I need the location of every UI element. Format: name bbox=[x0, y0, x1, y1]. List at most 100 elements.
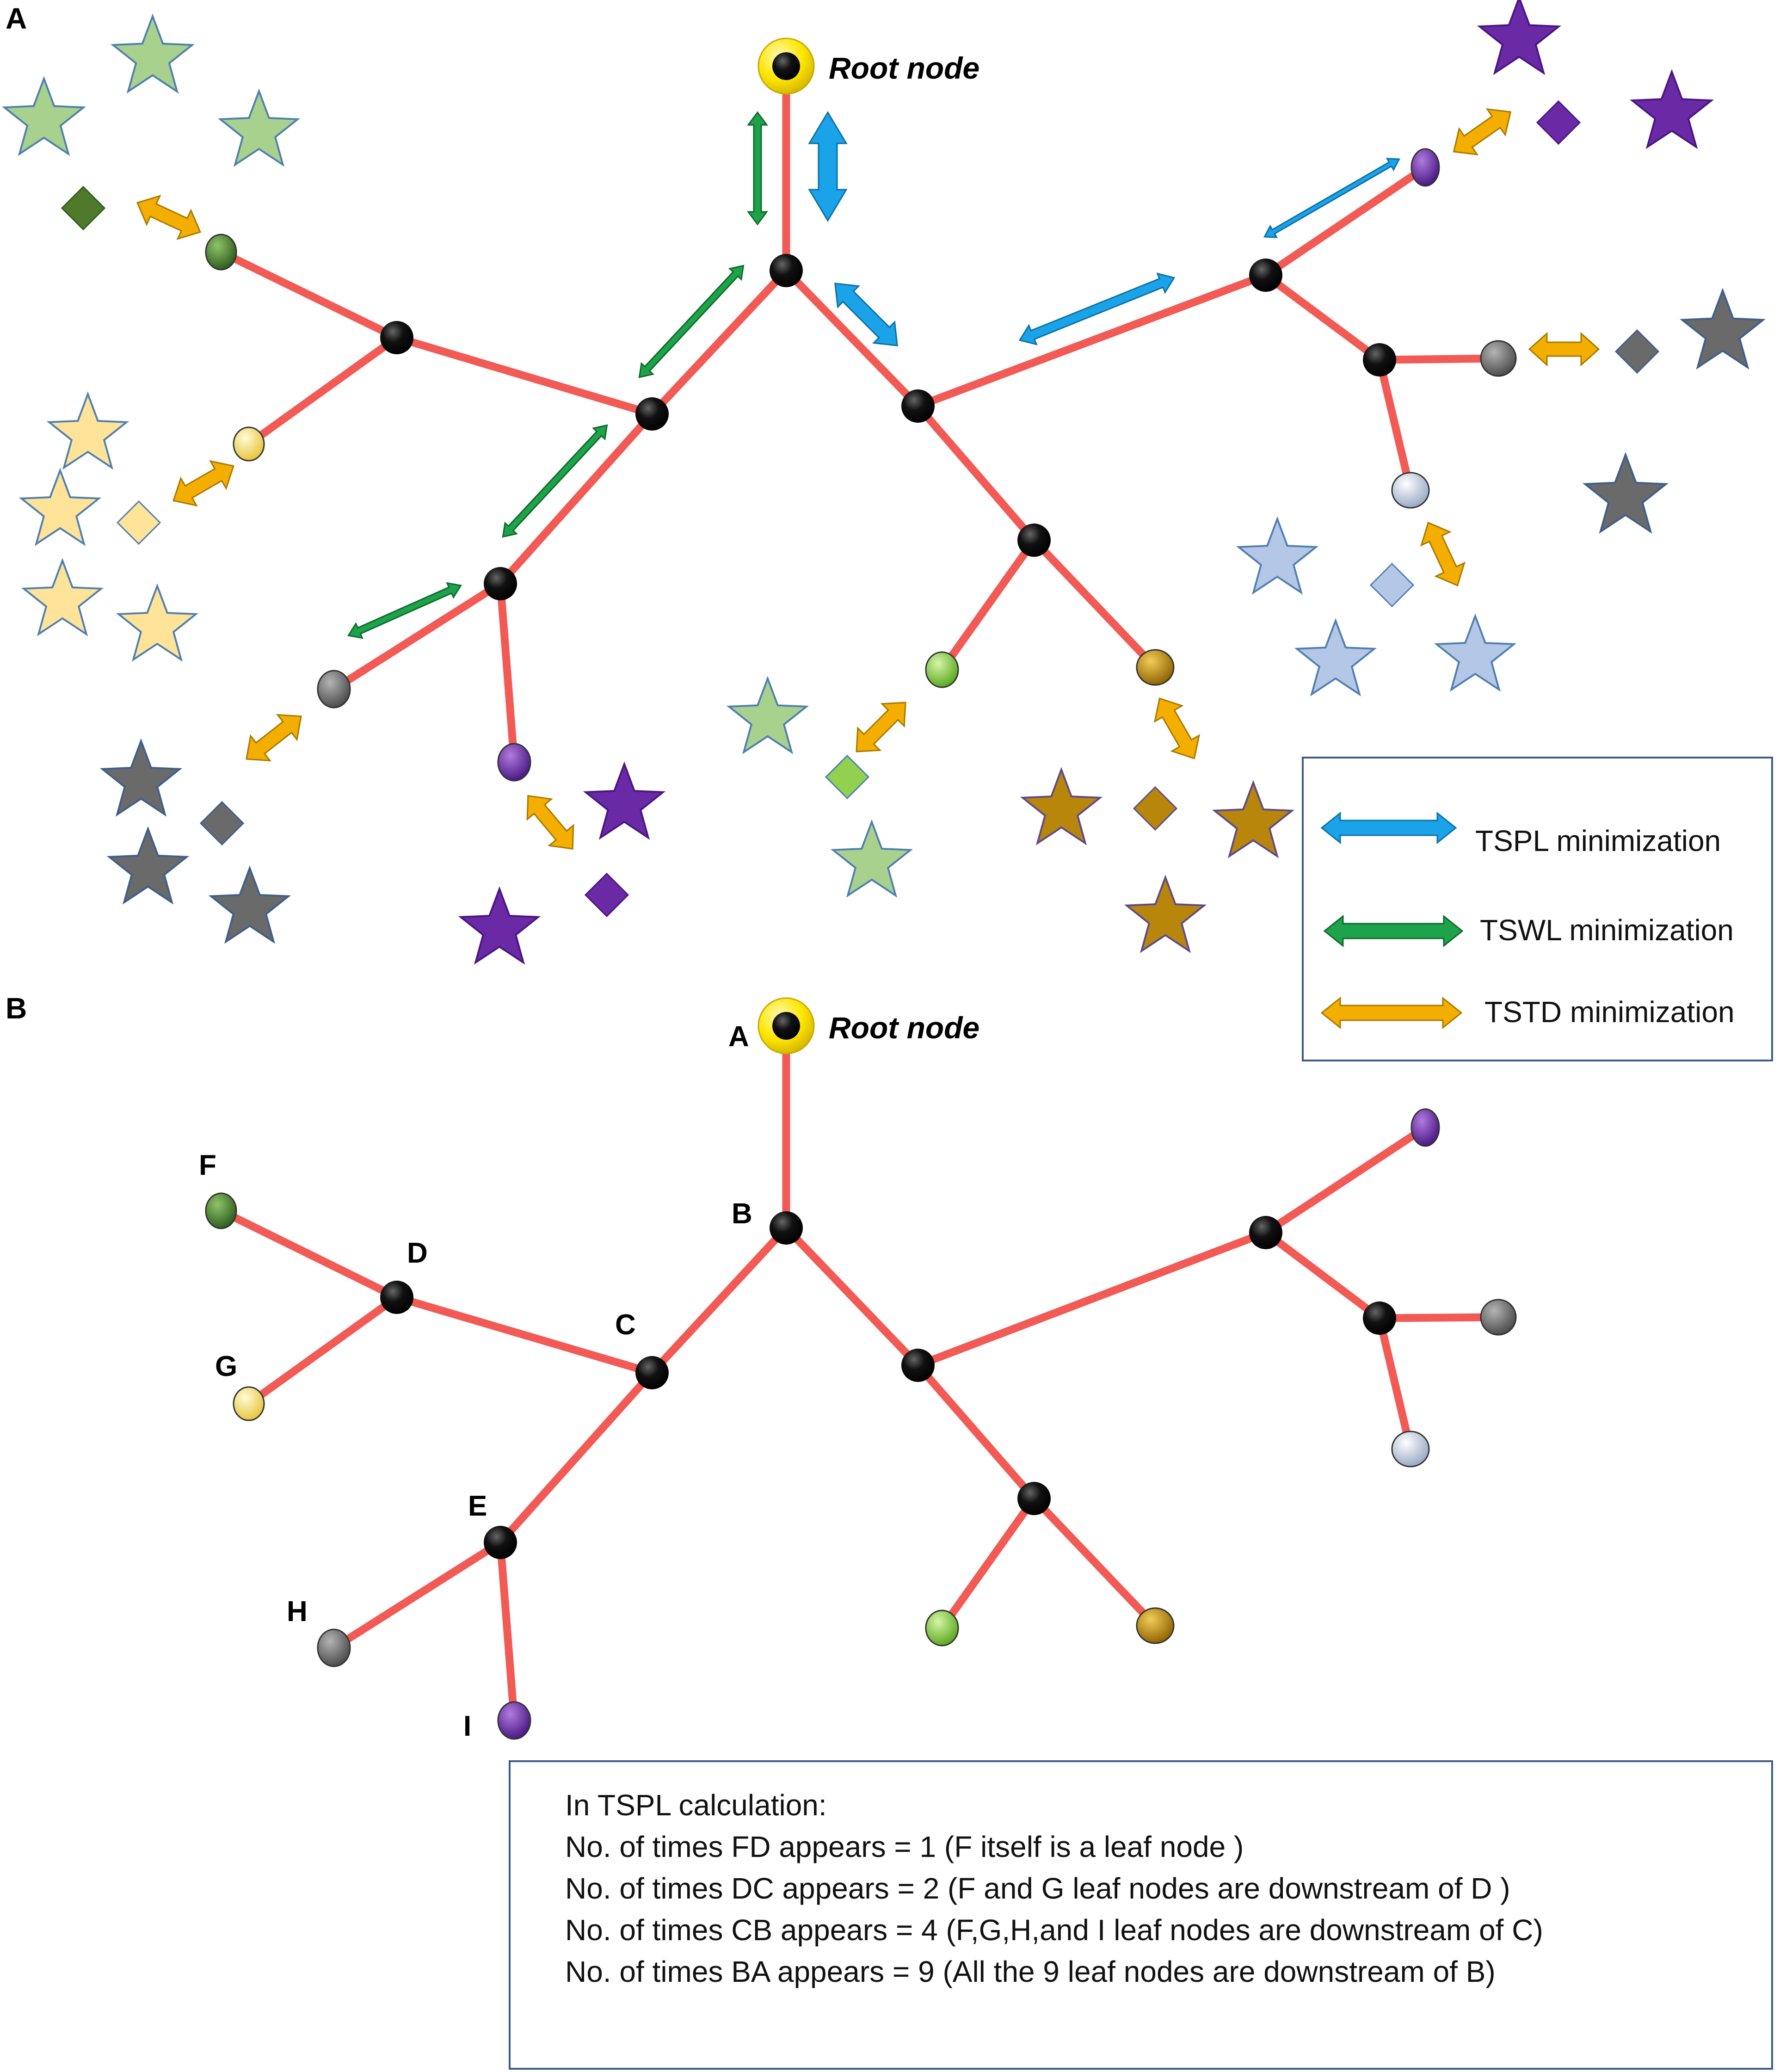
tree-a-edges bbox=[217, 62, 1503, 766]
star-shape bbox=[1, 76, 86, 156]
tstd-arrow bbox=[1153, 697, 1201, 759]
edge-d-g bbox=[245, 1293, 401, 1408]
tstd-arrow bbox=[1528, 332, 1600, 367]
edge-l-lightblue bbox=[1375, 356, 1415, 494]
star-shape bbox=[1583, 452, 1669, 534]
legend: TSPL minimization TSWL minimization TSTD… bbox=[1302, 757, 1773, 1061]
edge-e-i bbox=[496, 1538, 518, 1725]
tree-a-leaf-nodes bbox=[205, 148, 1517, 782]
tspl-arrow bbox=[808, 111, 848, 222]
root-node-label: Root node bbox=[829, 1011, 979, 1045]
calculation-line: No. of times CB appears = 4 (F,G,H,and I… bbox=[565, 1913, 1543, 1947]
edge-mid-j bbox=[914, 1228, 1270, 1369]
calculation-title: In TSPL calculation: bbox=[565, 1788, 827, 1822]
tspl-arrows bbox=[808, 111, 1400, 346]
edge-k-lightgreen bbox=[938, 1494, 1038, 1632]
tree-b-leaf-nodes bbox=[205, 1108, 1517, 1740]
tswl-arrow bbox=[638, 265, 745, 378]
edge-e-h bbox=[330, 1538, 505, 1652]
node-i bbox=[497, 1701, 531, 1740]
edge-e-i bbox=[496, 580, 518, 766]
edge-c-d bbox=[393, 1293, 656, 1377]
leaf-node-yellow bbox=[233, 426, 265, 462]
star-shape bbox=[583, 761, 666, 840]
edge-c-e bbox=[496, 1369, 656, 1547]
star-shape bbox=[110, 13, 195, 94]
leaf-node-purple bbox=[1410, 1108, 1440, 1147]
edge-j-l bbox=[1262, 1228, 1384, 1322]
edge-l-grey bbox=[1375, 1313, 1503, 1322]
node-g bbox=[233, 1386, 265, 1421]
tspl-calculation-box: In TSPL calculation: No. of times FD app… bbox=[509, 1760, 1773, 2070]
tspl-arrow bbox=[1018, 272, 1176, 345]
diamond-shape bbox=[1614, 329, 1660, 374]
diamond-shape bbox=[61, 185, 106, 231]
star-shape bbox=[1020, 767, 1103, 845]
node-f bbox=[205, 1192, 237, 1229]
star-shape bbox=[99, 738, 183, 817]
tstd-arrow bbox=[246, 714, 302, 762]
node-letter-e: E bbox=[468, 1490, 487, 1522]
edge-b-mid bbox=[782, 1224, 922, 1369]
internal-node bbox=[901, 1349, 935, 1382]
node-letter-a: A bbox=[728, 1021, 749, 1053]
star-shape bbox=[21, 558, 104, 636]
diamond-shape bbox=[584, 872, 629, 918]
star-shape bbox=[726, 676, 809, 754]
tstd-arrow bbox=[856, 702, 906, 752]
legend-tswl-label: TSWL minimization bbox=[1480, 913, 1734, 947]
leaf-node-light-green bbox=[925, 651, 959, 688]
node-b bbox=[770, 1211, 803, 1245]
star-shape bbox=[208, 865, 291, 944]
star-shape bbox=[1629, 69, 1714, 149]
panel-b: B bbox=[6, 992, 1773, 2070]
star-shape bbox=[1294, 618, 1377, 697]
node-letter-h: H bbox=[287, 1596, 308, 1628]
diamond-shape bbox=[1133, 786, 1178, 831]
tstd-arrow bbox=[1420, 521, 1466, 587]
legend-tstd-arrow-icon bbox=[1320, 996, 1463, 1030]
edge-c-e bbox=[496, 410, 656, 588]
star-shape bbox=[1236, 516, 1319, 595]
star-shape bbox=[830, 819, 913, 898]
node-letter-b: B bbox=[732, 1198, 752, 1230]
edge-j-l bbox=[1262, 271, 1384, 364]
tree-a-internal-nodes bbox=[380, 254, 1396, 600]
internal-node bbox=[1017, 1482, 1051, 1515]
calculation-line: No. of times DC appears = 2 (F and G lea… bbox=[565, 1872, 1510, 1905]
scatter-shapes bbox=[1, 0, 1766, 965]
star-shape bbox=[18, 468, 102, 546]
node-letter-g: G bbox=[215, 1350, 237, 1382]
star-shape bbox=[1477, 0, 1562, 75]
internal-node bbox=[1363, 343, 1396, 376]
leaf-node-light-blue bbox=[1391, 1431, 1430, 1468]
legend-tstd-label: TSTD minimization bbox=[1484, 995, 1735, 1029]
root-core bbox=[772, 1012, 800, 1040]
internal-node bbox=[484, 567, 517, 600]
star-shape bbox=[106, 826, 190, 905]
star-shape bbox=[1434, 613, 1517, 692]
star-shape bbox=[458, 886, 541, 965]
tswl-arrow bbox=[347, 582, 462, 639]
node-letters: A B C D E F G H I bbox=[199, 1021, 752, 1742]
node-letter-i: I bbox=[463, 1710, 471, 1742]
tspl-arrow bbox=[834, 283, 898, 346]
internal-node bbox=[1249, 1216, 1282, 1249]
star-shape bbox=[46, 391, 129, 470]
legend-tspl-arrow-icon bbox=[1320, 811, 1457, 845]
edge-k-gold bbox=[1030, 1494, 1159, 1630]
edge-c-d bbox=[393, 333, 656, 418]
calculation-line: No. of times BA appears = 9 (All the 9 l… bbox=[565, 1955, 1496, 1988]
leaf-node-gold bbox=[1136, 1607, 1175, 1644]
leaf-node-light-green bbox=[925, 1610, 959, 1646]
internal-node bbox=[635, 397, 669, 431]
tree-b-edges bbox=[217, 1022, 1503, 1725]
leaf-node-gold bbox=[1136, 649, 1175, 686]
diamond-shape bbox=[1369, 562, 1415, 608]
tstd-arrow bbox=[172, 460, 234, 507]
tstd-arrow bbox=[526, 795, 574, 850]
leaf-node-light-blue bbox=[1391, 472, 1430, 509]
edge-l-lightblue bbox=[1375, 1314, 1415, 1453]
star-shape bbox=[1124, 875, 1207, 953]
